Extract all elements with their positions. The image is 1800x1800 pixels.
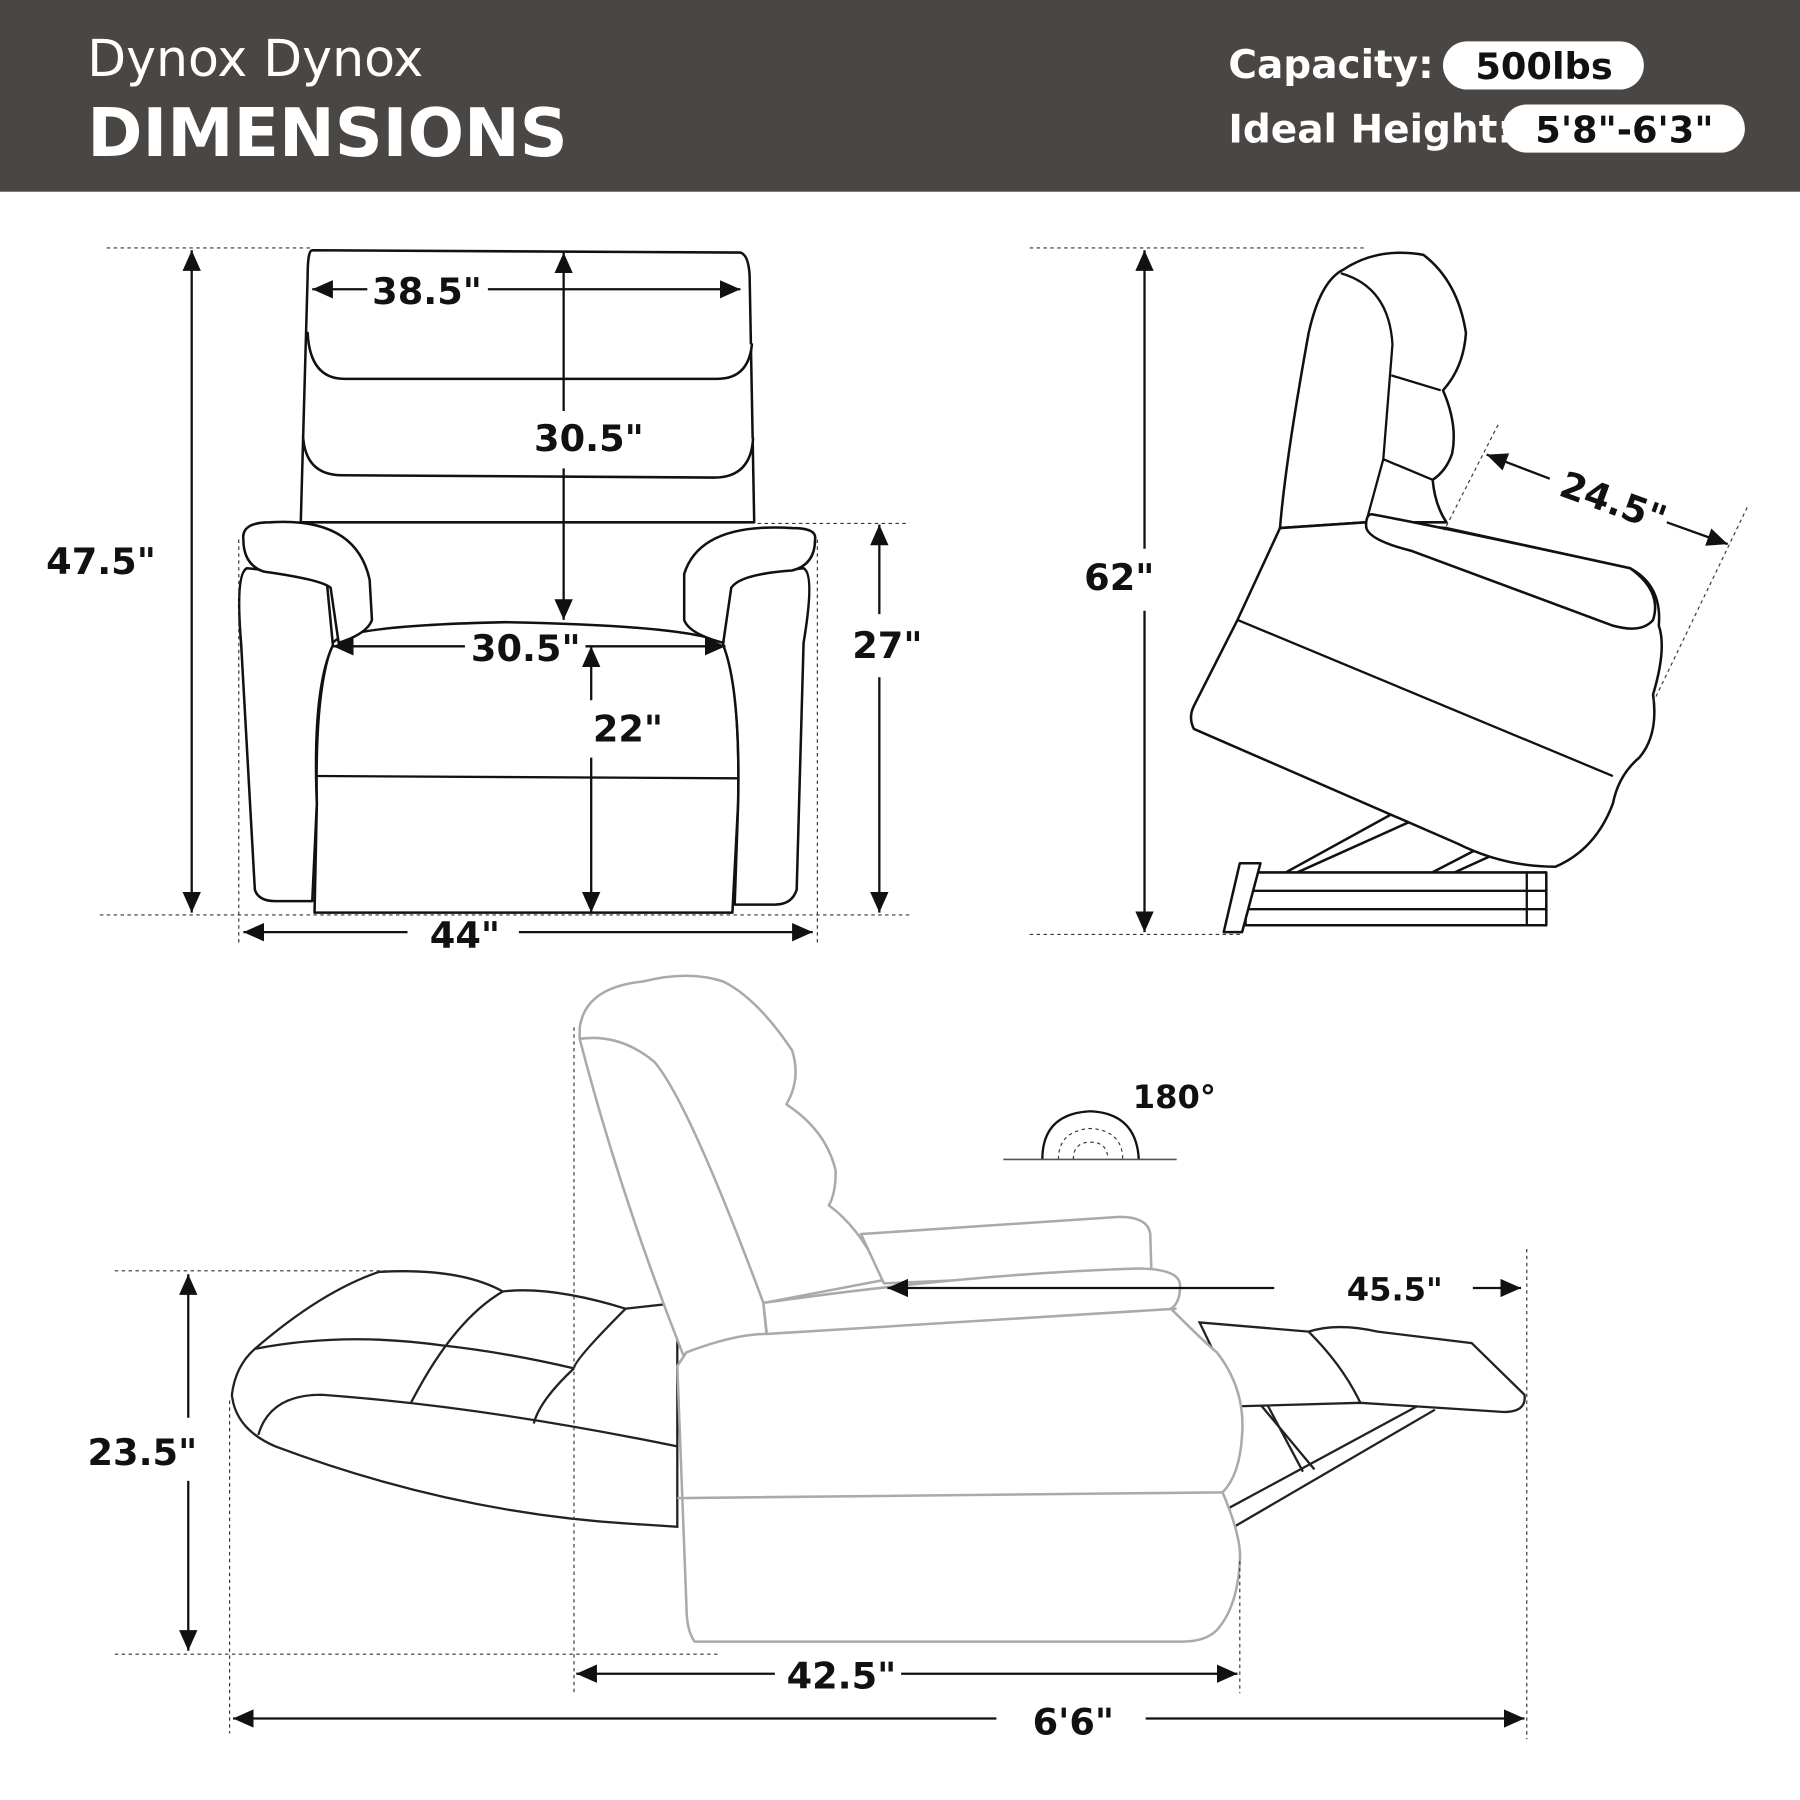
total-height-label: 47.5" <box>46 540 156 583</box>
seat-width-label: 30.5" <box>471 627 581 670</box>
arm-to-foot-label: 45.5" <box>1347 1271 1443 1309</box>
front-view-chair: 38.5" 30.5" 47.5" 30.5" 22" 27" 44" <box>46 247 922 957</box>
capacity-value: 500lbs <box>1475 45 1612 88</box>
page-title: DIMENSIONS <box>87 94 567 172</box>
side-lift-view-chair: 62" 24.5" <box>1029 247 1748 936</box>
ideal-height-value: 5'8"-6'3" <box>1535 108 1713 151</box>
ideal-height-label: Ideal Height: <box>1228 107 1513 152</box>
arm-height-label: 27" <box>852 624 922 667</box>
total-length-label: 6'6" <box>1033 1701 1114 1744</box>
seat-height-label: 22" <box>593 708 663 751</box>
base-depth-label: 42.5" <box>787 1655 897 1698</box>
header-banner: Dynox Dynox DIMENSIONS Capacity: 500lbs … <box>0 0 1800 192</box>
total-width-label: 44" <box>430 914 500 957</box>
capacity-pill <box>1442 41 1644 90</box>
brand-logo: Dynox Dynox <box>87 29 423 88</box>
ideal-height-pill <box>1502 104 1745 153</box>
recline-height-label: 23.5" <box>87 1431 197 1474</box>
recline-angle-label: 180° <box>1133 1078 1216 1116</box>
back-width-label: 38.5" <box>372 270 482 313</box>
header-background <box>0 0 1800 192</box>
capacity-label: Capacity: <box>1228 43 1433 88</box>
seat-depth-label: 24.5" <box>1554 463 1672 541</box>
back-height-label: 30.5" <box>534 417 644 460</box>
recline-view-chair: 180° 23.5" 45.5" 42.5" 6'6" <box>87 974 1528 1744</box>
lift-height-label: 62" <box>1084 556 1154 599</box>
